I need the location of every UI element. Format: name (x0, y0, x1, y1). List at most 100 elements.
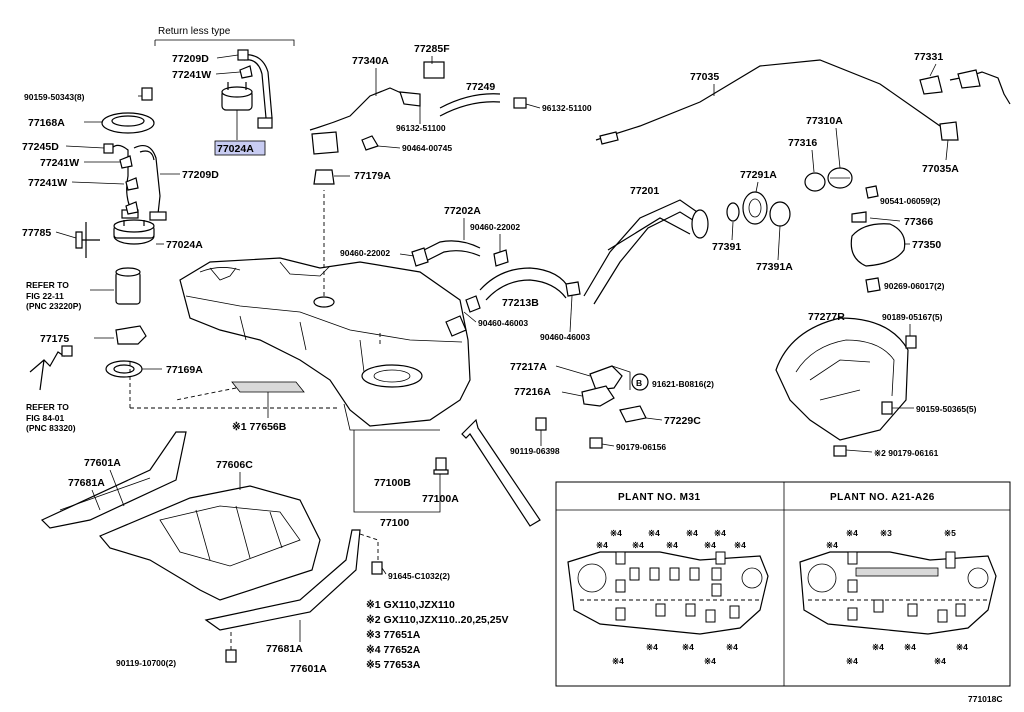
label-77229C: 77229C (664, 415, 701, 427)
label-77035: 77035 (690, 71, 719, 83)
label-77310A: 77310A (806, 115, 843, 127)
label-90541-06059: 90541-06059(2) (880, 196, 941, 206)
svg-text:※4: ※4 (704, 540, 716, 550)
label-77024A-highlighted[interactable]: 77024A (217, 143, 254, 155)
hose-clip (239, 65, 253, 79)
vapor-hose (439, 93, 501, 109)
return-less-bracket (154, 39, 295, 46)
vent-valve (423, 61, 445, 79)
label-77245D: 77245D (22, 141, 59, 153)
bolt-icon (141, 87, 153, 101)
band-bolt-icon-2 (225, 649, 237, 663)
label-77241W-c: 77241W (28, 177, 67, 189)
label-77391: 77391 (712, 241, 741, 253)
label-77606C: 77606C (216, 459, 253, 471)
label-77217A: 77217A (510, 361, 547, 373)
refer-84-line1[interactable]: REFER TO (26, 402, 69, 412)
return-less-type-label: Return less type (158, 26, 231, 37)
label-77175: 77175 (40, 333, 69, 345)
label-77213B: 77213B (502, 297, 539, 309)
label-90119-10700: 90119-10700(2) (116, 658, 176, 668)
refer-22-line1[interactable]: REFER TO (26, 280, 69, 290)
label-77201: 77201 (630, 185, 659, 197)
gasket-77391A (769, 201, 791, 227)
label-77024A-b: 77024A (166, 239, 203, 251)
label-77340A: 77340A (352, 55, 389, 67)
svg-text:※4: ※4 (610, 528, 622, 538)
fender-liner (775, 317, 909, 441)
label-77285F: 77285F (414, 43, 450, 55)
svg-text:※4: ※4 (904, 642, 916, 652)
vent-line (309, 87, 409, 131)
label-77168A: 77168A (28, 117, 65, 129)
filler-cap (742, 191, 768, 225)
svg-text:※4: ※4 (648, 528, 660, 538)
label-90179-06156: 90179-06156 (616, 442, 666, 452)
plant-a21-marks: ※4 ※4 ※3 ※5 ※4 ※4 ※4 ※4 ※4 (826, 528, 968, 666)
refer-84-line3[interactable]: (PNC 83320) (26, 423, 76, 433)
label-77100A: 77100A (422, 493, 459, 505)
label-77681A-b: 77681A (266, 643, 303, 655)
label-77601A-a: 77601A (84, 457, 121, 469)
label-77291A: 77291A (740, 169, 777, 181)
label-77169A: 77169A (166, 364, 203, 376)
svg-text:※4: ※4 (704, 656, 716, 666)
svg-text:※4: ※4 (726, 642, 738, 652)
front-arrow (461, 418, 541, 527)
label-77785: 77785 (22, 227, 51, 239)
svg-text:※4: ※4 (666, 540, 678, 550)
label-90159-50365: 90159-50365(5) (916, 404, 977, 414)
svg-text:※4: ※4 (646, 642, 658, 652)
filler-pipe (583, 199, 701, 297)
tank-bracket (589, 365, 623, 391)
label-77209D-a: 77209D (172, 53, 209, 65)
plant-m31-floor (567, 551, 769, 635)
label-90189-05167: 90189-05167(5) (882, 312, 943, 322)
svg-text:※4: ※4 (826, 540, 838, 550)
highlight-77024A (214, 140, 266, 156)
svg-text:※4: ※4 (872, 642, 884, 652)
plant-m31-pads (615, 551, 740, 623)
label-77241W-b: 77241W (40, 157, 79, 169)
label-90460-46003-a: 90460-46003 (478, 318, 528, 328)
plant-a21-floor (799, 551, 997, 635)
vent-tube (595, 59, 941, 141)
svg-text:※4: ※4 (846, 656, 858, 666)
label-77350: 77350 (912, 239, 941, 251)
cap-ring (804, 172, 826, 192)
fuel-hose-lower (111, 144, 133, 213)
plant-a21-pads (847, 551, 966, 623)
label-90119-06398: 90119-06398 (510, 446, 560, 456)
refer-22-line2[interactable]: FIG 22-11 (26, 291, 64, 301)
svg-text:※4: ※4 (686, 528, 698, 538)
label-91645-C1032: 91645-C1032(2) (388, 571, 450, 581)
label-77100B: 77100B (374, 477, 411, 489)
note-4: ※4 77652A (366, 644, 421, 656)
pump-opening (361, 364, 423, 388)
grommet (313, 169, 335, 185)
note-1: ※1 GX110,JZX110 (366, 599, 455, 611)
gasket-77391 (726, 202, 740, 222)
svg-text:※4: ※4 (612, 656, 624, 666)
svg-text:※4: ※4 (956, 642, 968, 652)
label-96132-51100-a: 96132-51100 (542, 103, 592, 113)
label-77209D-b: 77209D (182, 169, 219, 181)
callout-b-text: B (636, 378, 642, 388)
refer-22-line3[interactable]: (PNC 23220P) (26, 301, 81, 311)
label-77601A-b: 77601A (290, 663, 327, 675)
label-77331: 77331 (914, 51, 943, 63)
label-90460-22002-a: 90460-22002 (340, 248, 390, 258)
svg-text:※4: ※4 (596, 540, 608, 550)
note-5: ※5 77653A (366, 659, 421, 671)
svg-text:※4: ※4 (846, 528, 858, 538)
refer-84-line2[interactable]: FIG 84-01 (26, 413, 65, 423)
label-90269-06017: 90269-06017(2) (884, 281, 945, 291)
callout-circle-b (631, 373, 649, 391)
fuel-sender (75, 231, 100, 249)
note-2: ※2 GX110,JZX110..20,25,25V (366, 614, 509, 626)
svg-text:※4: ※4 (632, 540, 644, 550)
label-90464-00745: 90464-00745 (402, 143, 452, 153)
label-77366: 77366 (904, 216, 933, 228)
